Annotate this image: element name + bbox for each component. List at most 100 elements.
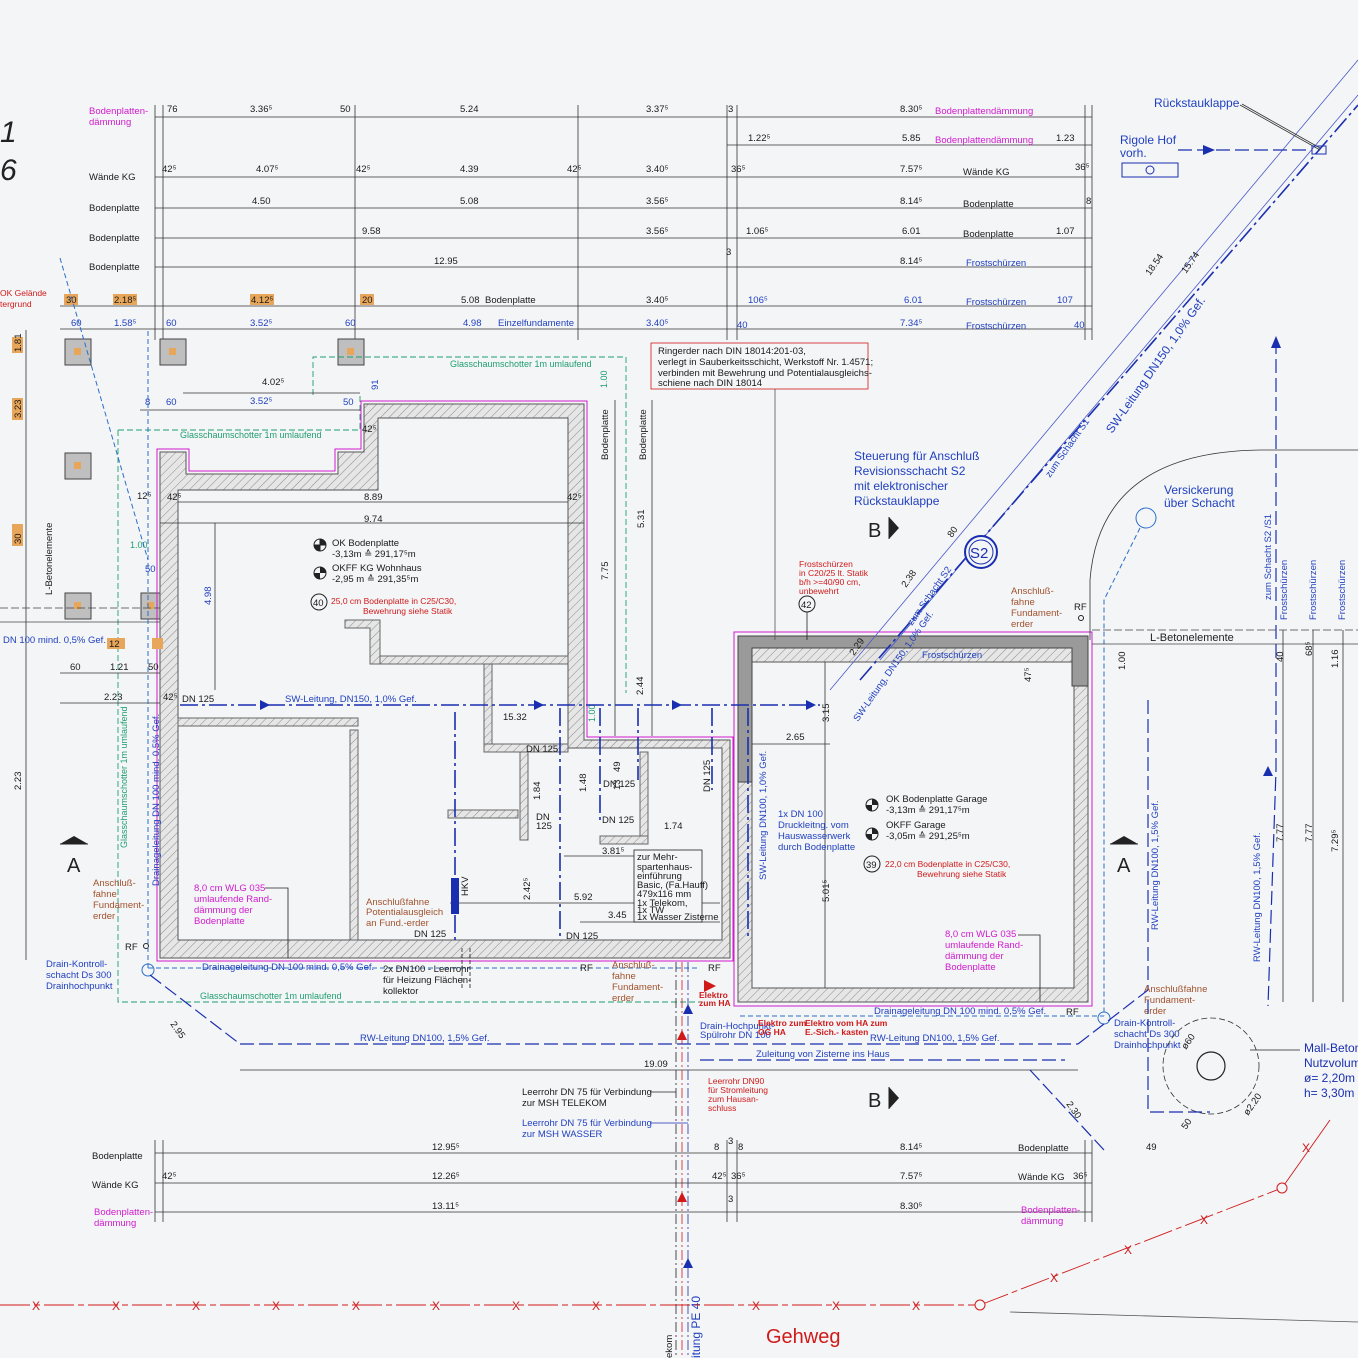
item-number-39: 39 [866,860,877,871]
dim-row7-right-label: Frostschürzen [966,297,1026,308]
dim-val: 3.40⁵ [646,164,668,175]
anschluss-line: fahne [612,971,636,982]
druckleitung-note: 1x DN 100 Druckleitng. vom Hauswasserwer… [778,809,855,853]
dim-val: 42⁵ [163,692,178,703]
versickerung-line: über Schacht [1164,496,1235,510]
dim-val: 30 [13,533,24,544]
dim-val: 50 [340,104,351,115]
ok-bp-garage-label: OK Bodenplatte Garage [886,794,987,805]
heiz-line: für Heizung Flächen- [383,975,471,986]
dim-val: 3 [726,247,731,258]
orange-value-box [64,294,78,305]
dn100-left-label: DN 100 mind. 0,5% Gef. [3,635,106,646]
dim-val: 60 [71,318,82,329]
ok-gelaende-label: OK Gelände [0,288,47,298]
item-number-40: 40 [313,598,324,609]
svg-text:X: X [1200,1213,1208,1227]
dim-val: 15.32 [503,712,527,723]
dim-row4-right-label: Bodenplatte [963,199,1014,210]
sw-leitung-label: SW-Leitung, DN150, 1,0% Gef. [285,694,417,705]
anschluss-line: Fundament- [93,900,144,911]
dim-val: 47⁵ [1023,667,1034,682]
dim-row8-right-label: Frostschürzen [966,321,1026,332]
bottom-row3-label: Bodenplatten- [94,1207,153,1218]
orange-val: 4.12⁵ [251,295,273,306]
dim-val: 7.77 [1304,824,1315,843]
gehweg-label: Gehweg [766,1326,841,1348]
frost-vertical: Frostschürzen [1308,560,1319,620]
drain-kontroll-line: schacht Ds 300 [46,970,111,981]
dn125-label: 125 [536,821,552,832]
dim-val: 6.01 [904,295,923,306]
rf-label: RF [1066,1007,1079,1018]
bottom-dimension-block: Bodenplatte 12.95⁵ 8 3 8 8.14⁵ Bodenplat… [92,1136,1093,1229]
frost-note-line: b/h >=40/90 cm, [799,577,860,587]
dim-val: 36⁵ [731,164,746,175]
rw-right-label: RW-Leitung DN100, 1,5% Gef. [870,1033,1000,1044]
drain-kontroll-line: schacht Ds 300 [1114,1029,1179,1040]
dim-val: 76 [167,104,178,115]
tel-line: Leerrohr DN 75 für Verbindung [522,1087,652,1098]
dim-val: 12.95⁵ [432,1142,460,1153]
sw-diagonal: Rückstauklappe Rigole Hof vorh. SW-Leitu… [829,59,1358,724]
heiz-line: kollektor [383,986,418,997]
leerrohr-heizung: 2x DN100 - Leerrohr für Heizung Flächen-… [383,948,471,997]
dim-val: 7.57⁵ [900,1171,922,1182]
drain-kontroll-left: Drain-Kontroll- schacht Ds 300 Drainhoch… [46,959,113,992]
dim-val: 42⁵ [567,492,582,503]
dim-val: 4.98 [203,587,214,606]
orange-val: 20 [362,295,373,306]
dim-val: 2.95 [168,1019,188,1040]
item-number-42: 42 [801,600,812,611]
dim-val: 91 [370,379,381,390]
drain-hoch-line: Spülrohr DN 100 [700,1030,771,1041]
dim-row7-mid-label: Bodenplatte [485,295,536,306]
shaft-s2-label: S2 [970,545,988,562]
frost-vertical: Frostschürzen [1279,560,1290,620]
top-dimension-block: Bodenplatten- dämmung 76 3.36⁵ 50 5.24 3… [60,104,1093,340]
dim-val: 3.45 [608,910,627,921]
dim-val: 106⁵ [748,295,768,306]
glasschaum-outline-top2 [312,356,627,693]
dim-val: 8.14⁵ [900,256,922,267]
dim-val: 80 [945,525,960,540]
section-b-letter: B [868,1090,881,1112]
dim-val: 3.40⁵ [646,318,668,329]
dim-val: 1.84 [532,782,543,801]
dim-val: 49 [1146,1142,1157,1153]
glasschaum-outline-top [118,395,361,431]
svg-text:X: X [832,1299,840,1313]
dim-val: 50 [148,662,159,673]
dim-row5-label: Bodenplatte [89,233,140,244]
mehrsparten-line: spartenhaus- [637,862,692,873]
orange-value-box [113,294,137,305]
druck-line: Hauswasserwerk [778,831,851,842]
dim-val: 7.57⁵ [900,164,922,175]
dn-label: DN [536,812,550,823]
rf-label: RF [125,942,138,953]
zum-schacht-s2s1-label: zum Schacht S2 /S1 [1263,514,1274,600]
rw-lines-bottom: RW-Leitung DN100, 1,5% Gef. RW-Leitung D… [149,974,1149,1151]
dim-val: 8.14⁵ [900,1142,922,1153]
glasschaum-label: Glasschaumschotter 1m umlaufend [180,430,322,440]
orange-val: 30 [66,295,77,306]
wlg-line: Bodenplatte [194,916,245,927]
pe-vertical: itung PE 40 [689,1296,703,1358]
steuerung-line: Rückstauklappe [854,494,940,508]
anschluss-pot-note: Anschlußfahne Potentialausgleich an Fund… [366,897,443,929]
frostschuerzen-note: Frostschürzen in C20/25 lt. Statik b/h >… [798,559,869,640]
dim-val: 60 [166,397,177,408]
dim-val: 5.01⁵ [821,880,832,902]
dim-val: 8 [738,1142,743,1153]
left-vertical-dims: 1.81 3.23 30 2.23 L-Betonelemente [12,330,55,960]
right-vertical-dims: zum Schacht S2 /S1 Frostschürzen Frostsc… [1147,336,1348,1007]
svg-text:X: X [512,1299,520,1313]
dim-val: 12.95 [434,256,458,267]
dim-val: 8 [1086,196,1091,207]
drain-kontroll-line: Drainhochpunkt [46,981,113,992]
anschluss-line: erder [93,911,115,922]
bottom-row2-right-label: Wände KG [1018,1172,1064,1183]
svg-text:X: X [592,1299,600,1313]
okff-kg-label: OKFF KG Wohnhaus [332,563,422,574]
